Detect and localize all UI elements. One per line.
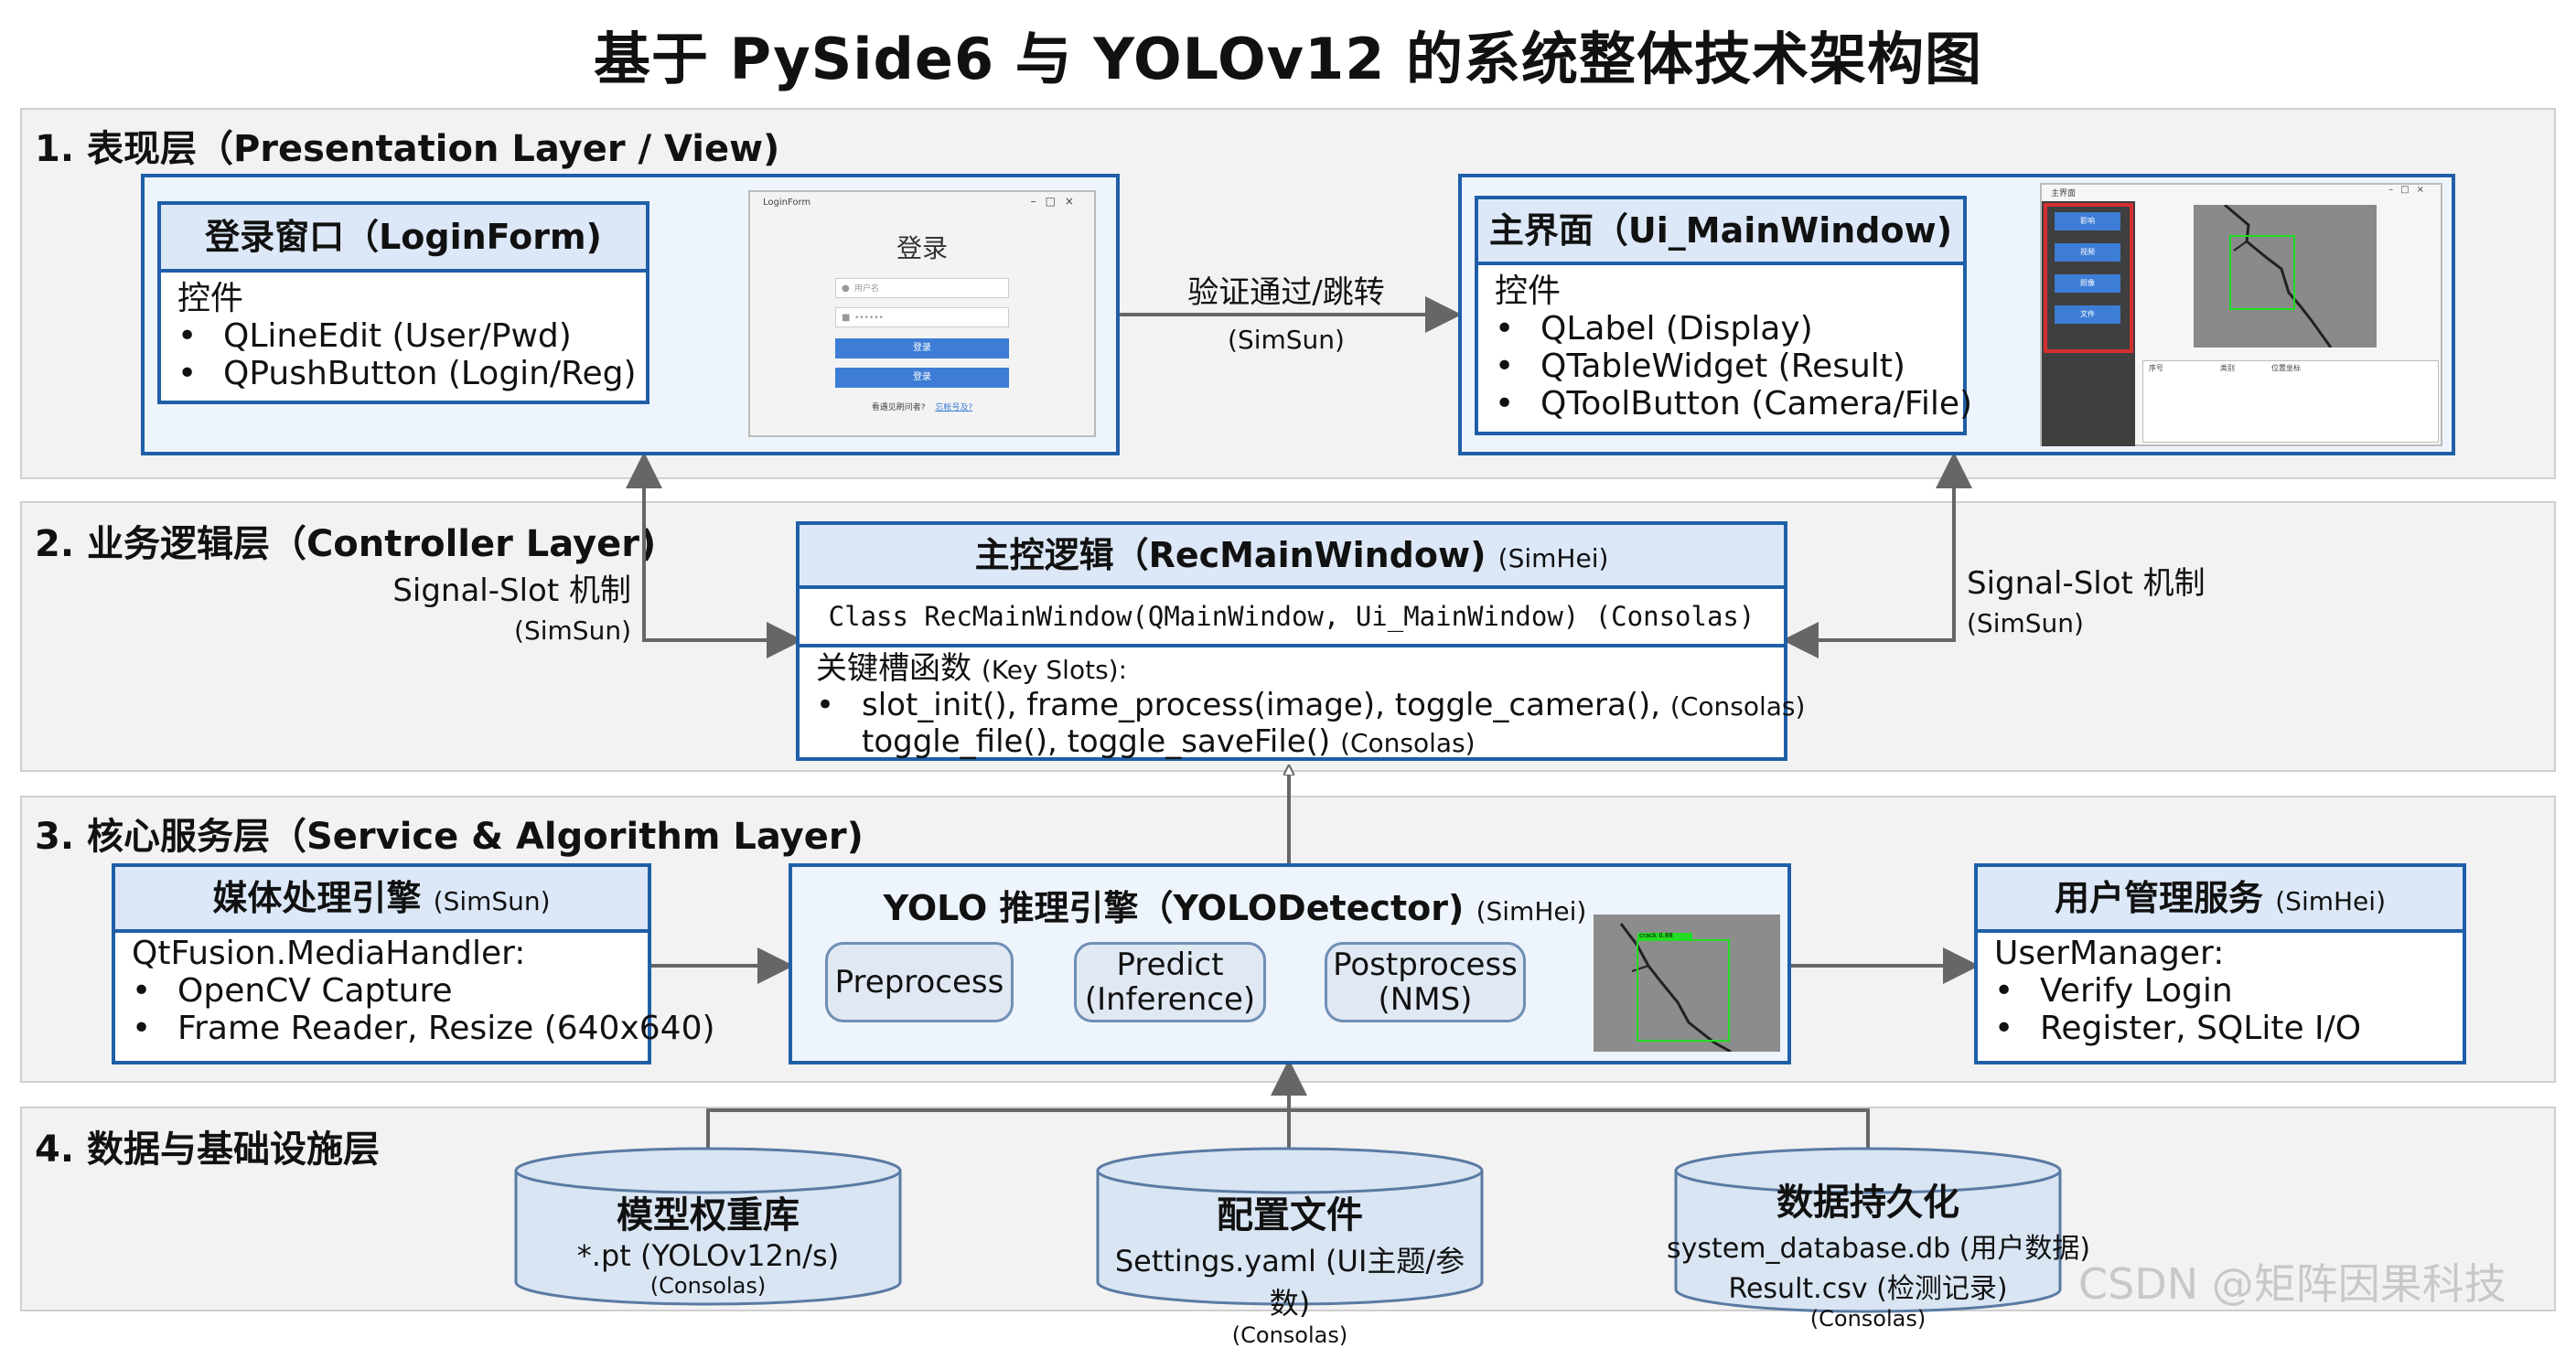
signal-slot-left-label: Signal-Slot 机制 (SimSun) xyxy=(392,572,631,646)
main-item-table: QTableWidget (Result) xyxy=(1495,348,1963,385)
login-mock-user-input[interactable]: ● 用户名 xyxy=(835,278,1009,298)
login-form-header: 登录窗口（LoginForm) xyxy=(161,205,646,273)
cylinder-model-top xyxy=(514,1147,902,1194)
user-manager-lead: UserManager: xyxy=(1994,935,2225,972)
login-mock-login-button[interactable]: 登录 xyxy=(835,338,1009,358)
layer-title-presentation: 1. 表现层（Presentation Layer / View) xyxy=(35,128,780,170)
layer-title-controller: 2. 业务逻辑层（Controller Layer) xyxy=(35,523,657,565)
login-mock-footer: 看遇见刷问者? xyxy=(871,403,926,412)
media-item-capture: OpenCV Capture xyxy=(132,972,648,1010)
cylinder-model xyxy=(514,1171,902,1306)
main-mock-btn-2[interactable]: 视频 xyxy=(2055,243,2120,262)
user-item-verify: Verify Login xyxy=(1994,972,2463,1010)
main-mock-title: 主界面 xyxy=(2051,189,2077,198)
persistence-font: (Consolas) xyxy=(1809,1306,1927,1332)
main-mock-sidebar xyxy=(2042,201,2135,446)
main-item-label: QLabel (Display) xyxy=(1495,310,1963,348)
layer-title-data: 4. 数据与基础设施层 xyxy=(35,1129,380,1171)
main-window-header: 主界面（Ui_MainWindow) xyxy=(1478,199,1963,265)
login-mock-pwd-input[interactable]: ■ •••••• xyxy=(835,307,1009,327)
persistence: 数据持久化 system_database.db (用户数据) Result.c… xyxy=(1667,1172,2091,1332)
main-mock-display xyxy=(2194,205,2377,348)
main-mock-btn-4[interactable]: 文件 xyxy=(2055,305,2120,324)
persistence-line-1: system_database.db (用户数据) xyxy=(1667,1233,2091,1265)
user-item-register: Register, SQLite I/O xyxy=(1994,1010,2463,1047)
lock-icon: ■ xyxy=(842,313,851,323)
media-lead: QtFusion.MediaHandler: xyxy=(132,935,526,972)
window-controls-icon: –□× xyxy=(1030,195,1083,208)
user-manager-box: 用户管理服务 (SimHei) UserManager: Verify Logi… xyxy=(1974,863,2466,1064)
login-mock-window: LoginForm –□× 登录 ● 用户名 ■ •••••• 登录 登录 看遇… xyxy=(748,190,1096,437)
signal-slot-right-label: Signal-Slot 机制 (SimSun) xyxy=(1967,565,2206,638)
controller-box: 主控逻辑（RecMainWindow) (SimHei) Class RecMa… xyxy=(796,521,1806,761)
cylinder-persist xyxy=(1674,1171,2062,1313)
main-mock-window: 主界面 –□× 影响 视频 照像 文件 序号 类别 位置坐标 xyxy=(2040,183,2442,446)
watermark: CSDN @矩阵因果科技 xyxy=(2078,1259,2506,1309)
config-file: 配置文件 Settings.yaml (UI主题/参数) (Consolas) xyxy=(1098,1185,1482,1348)
model-store-font: (Consolas) xyxy=(649,1273,767,1299)
step-preprocess: Preprocess xyxy=(825,942,1014,1022)
model-store-title: 模型权重库 xyxy=(617,1194,800,1236)
step-postprocess: Postprocess(NMS) xyxy=(1325,942,1526,1022)
config-file-title: 配置文件 xyxy=(1217,1194,1363,1236)
media-item-reader: Frame Reader, Resize (640x640) xyxy=(132,1010,715,1047)
table-header-1: 类别 xyxy=(2220,364,2235,372)
login-mock-footer-link[interactable]: 忘帐号及? xyxy=(935,403,973,412)
login-mock-reg-button[interactable]: 登录 xyxy=(835,368,1009,388)
login-form-box: 登录窗口（LoginForm) 控件 QLineEdit (User/Pwd) … xyxy=(157,201,649,404)
main-controls-label: 控件 xyxy=(1495,273,1562,310)
yolo-engine-header: YOLO 推理引擎（YOLODetector) (SimHei) xyxy=(883,888,1587,928)
login-mock-heading: 登录 xyxy=(896,233,948,263)
model-store: 模型权重库 *.pt (YOLOv12n/s) (Consolas) xyxy=(516,1185,900,1299)
controller-class-line: Class RecMainWindow(QMainWindow, Ui_Main… xyxy=(800,589,1784,647)
crack-image xyxy=(2194,205,2377,348)
detection-label: crack 0.88 xyxy=(1639,932,1673,939)
cylinder-config-top xyxy=(1096,1147,1484,1194)
main-mock-table: 序号 类别 位置坐标 xyxy=(2142,360,2439,443)
step-predict: Predict(Inference) xyxy=(1074,942,1266,1022)
config-file-line: Settings.yaml (UI主题/参数) xyxy=(1114,1244,1465,1321)
media-engine-box: 媒体处理引擎 (SimSun) QtFusion.MediaHandler: O… xyxy=(112,863,715,1064)
main-window-box: 主界面（Ui_MainWindow) 控件 QLabel (Display) Q… xyxy=(1475,196,1972,435)
media-engine-header: 媒体处理引擎 (SimSun) xyxy=(115,867,648,933)
login-mock-title: LoginForm xyxy=(763,198,811,208)
persistence-title: 数据持久化 xyxy=(1776,1182,1959,1224)
main-mock-button-group xyxy=(2044,203,2133,353)
layer-title-service: 3. 核心服务层（Service & Algorithm Layer) xyxy=(35,816,864,858)
window-controls-icon: –□× xyxy=(2388,185,2431,195)
slots-label: 关键槽函数 xyxy=(816,650,971,687)
arrow-signal-right xyxy=(1782,452,1972,658)
persistence-line-2: Result.csv (检测记录) xyxy=(1728,1273,2008,1305)
login-controls-label: 控件 xyxy=(177,280,244,317)
main-item-toolbutton: QToolButton (Camera/File) xyxy=(1495,385,1972,423)
cylinder-persist-top xyxy=(1674,1147,2062,1194)
login-item-lineedit: QLineEdit (User/Pwd) xyxy=(177,317,646,355)
verify-label: 验证通过/跳转 (SimSun) xyxy=(1187,274,1385,355)
arrow-signal-left xyxy=(626,452,803,658)
diagram-title: 基于 PySide6 与 YOLOv12 的系统整体技术架构图 xyxy=(594,26,1982,92)
main-mock-btn-1[interactable]: 影响 xyxy=(2055,212,2120,230)
config-file-font: (Consolas) xyxy=(1231,1322,1348,1348)
table-header-0: 序号 xyxy=(2149,364,2163,372)
main-mock-btn-3[interactable]: 照像 xyxy=(2055,274,2120,293)
slot-line-2: toggle_file(), toggle_saveFile() (Consol… xyxy=(862,723,1476,760)
yolo-detection-image: crack 0.88 xyxy=(1594,915,1780,1052)
cylinder-config xyxy=(1096,1171,1484,1306)
controller-header: 主控逻辑（RecMainWindow) (SimHei) xyxy=(800,525,1784,589)
login-item-pushbutton: QPushButton (Login/Reg) xyxy=(177,355,646,392)
table-header-2: 位置坐标 xyxy=(2271,364,2301,372)
user-icon: ● xyxy=(842,284,850,294)
user-manager-header: 用户管理服务 (SimHei) xyxy=(1978,867,2463,933)
model-store-line: *.pt (YOLOv12n/s) xyxy=(576,1238,840,1273)
slot-line-1: •slot_init(), frame_process(image), togg… xyxy=(816,687,1806,723)
